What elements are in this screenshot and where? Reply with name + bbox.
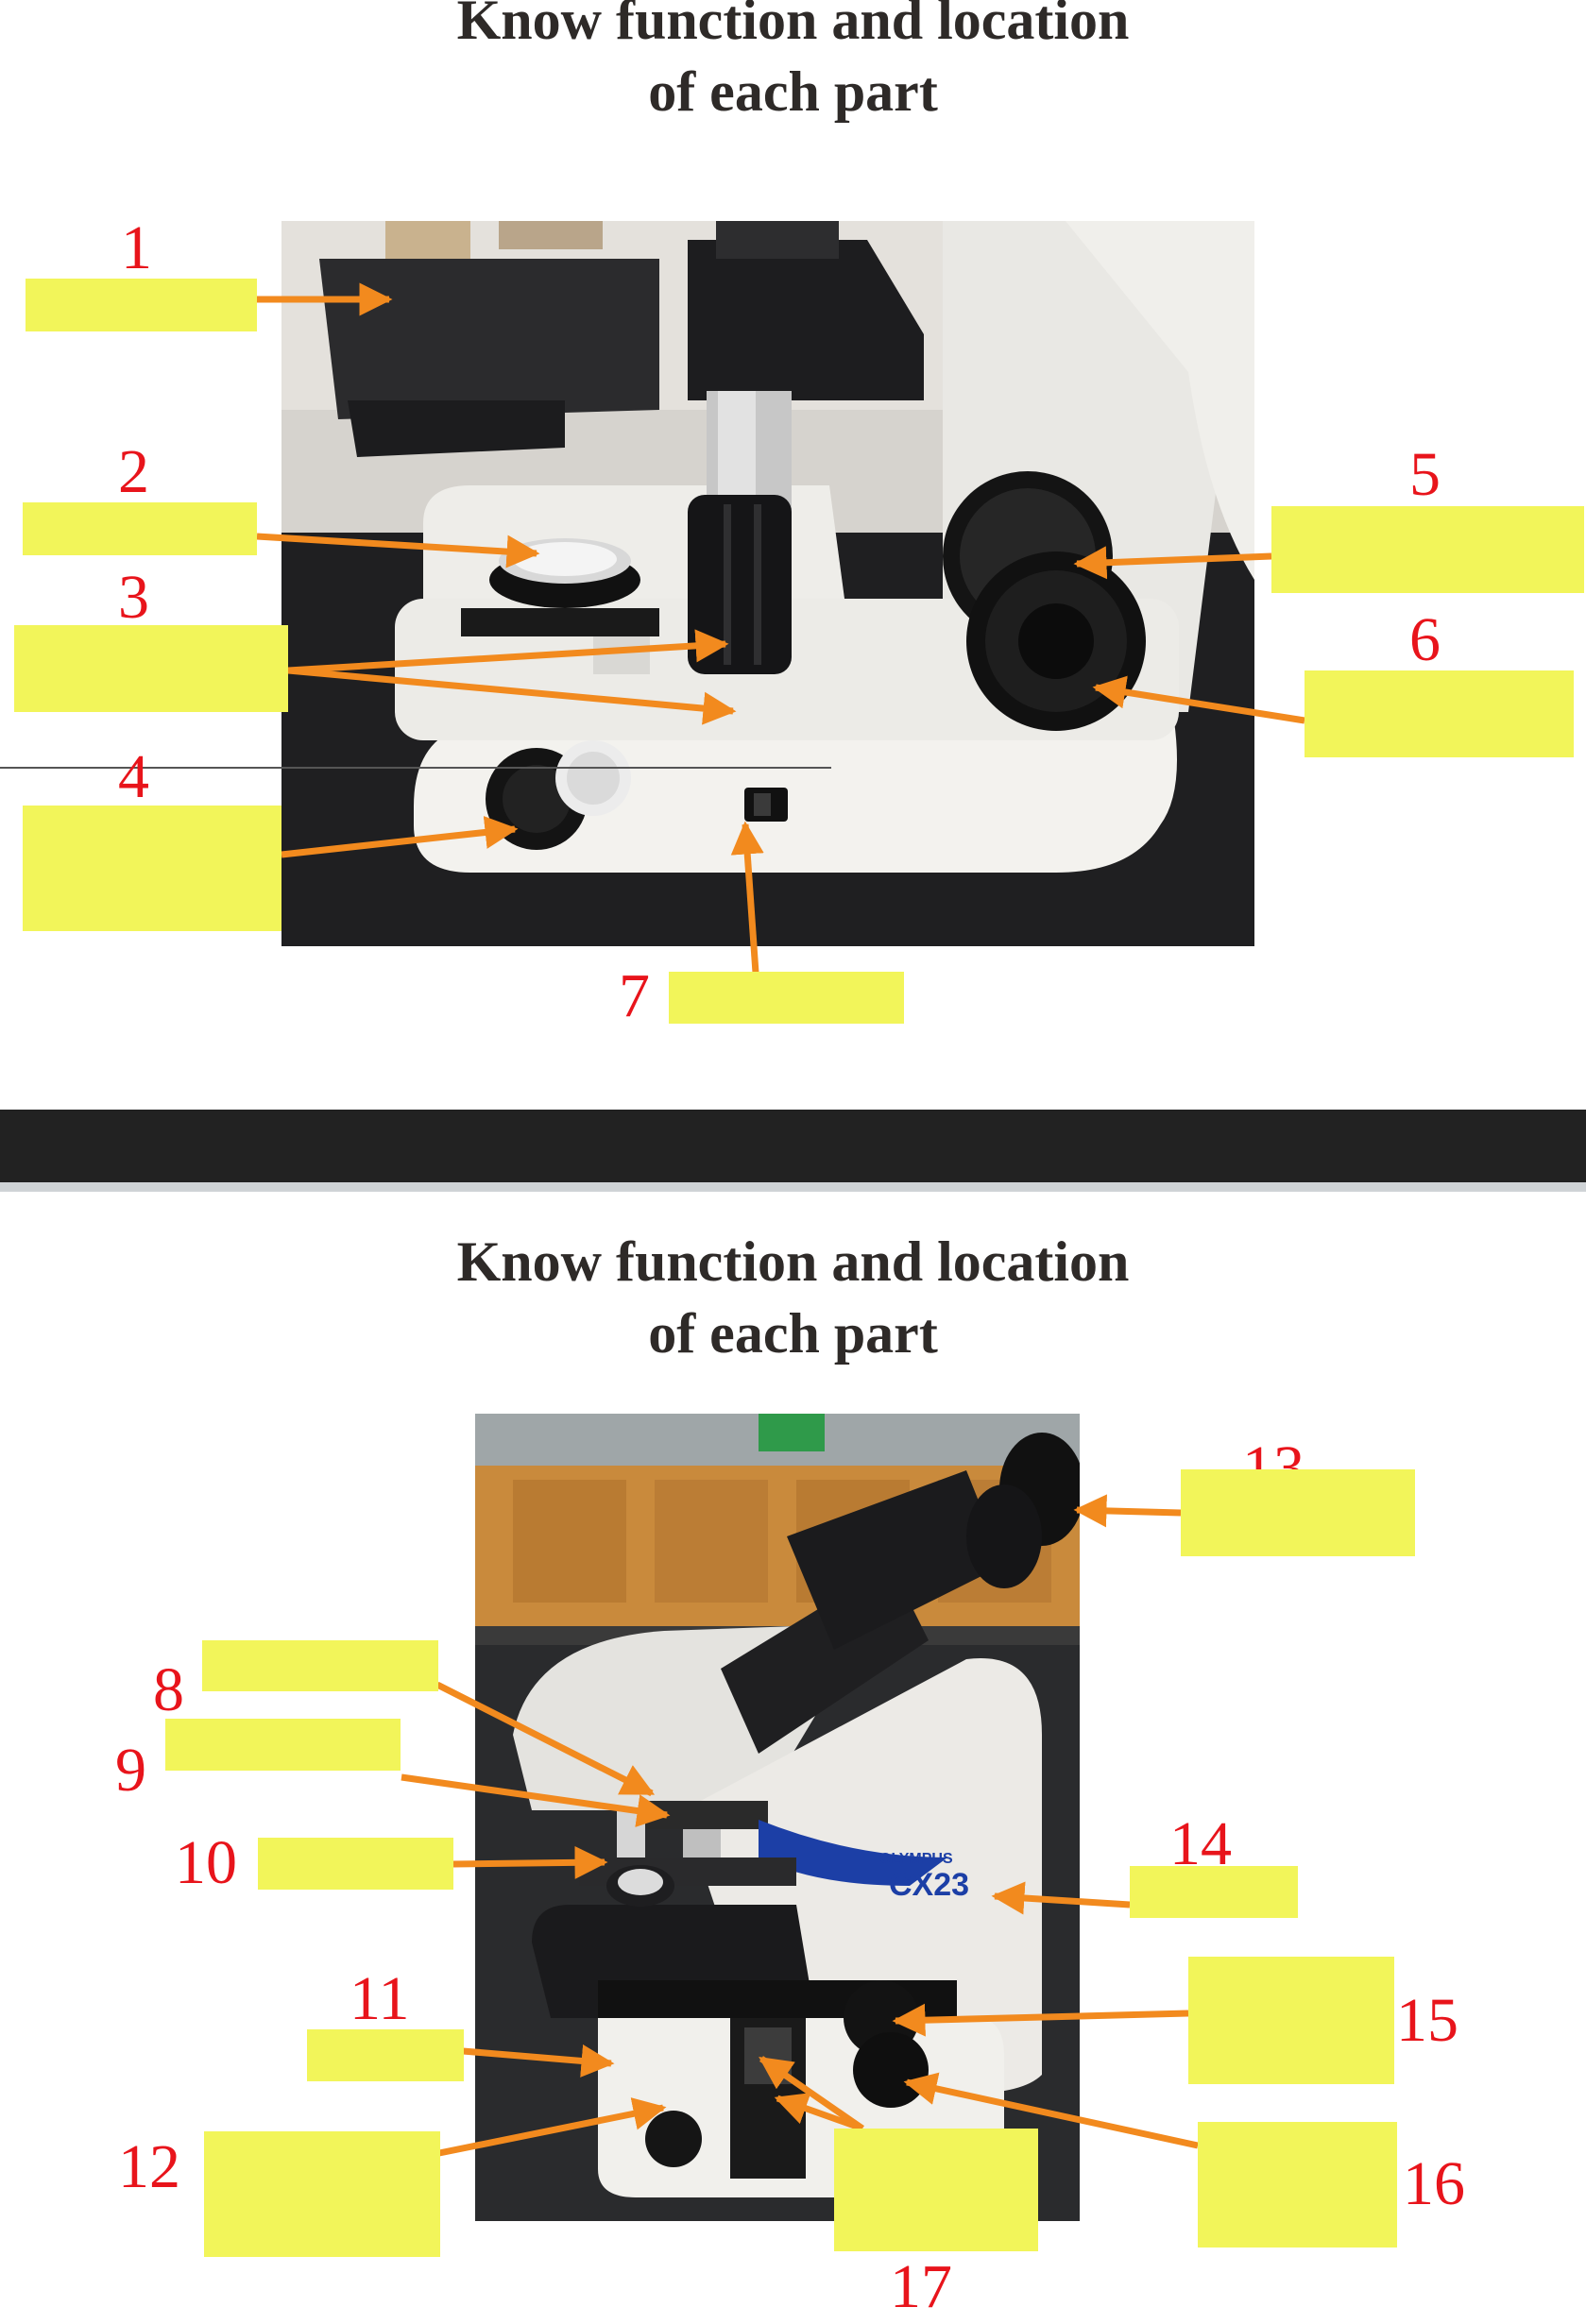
label-box-13[interactable]	[1181, 1469, 1415, 1556]
label-box-10[interactable]	[258, 1838, 453, 1890]
microscope-side-photo	[281, 221, 1254, 946]
label-number-7: 7	[619, 961, 650, 1030]
microscope-front-photo: OLYMPUS CX23	[475, 1414, 1080, 2221]
slide-divider	[0, 1110, 1586, 1192]
label-number-14: 14	[1169, 1809, 1232, 1878]
label-number-17: 17	[890, 2252, 952, 2321]
label-box-8[interactable]	[202, 1640, 438, 1691]
label-number-1: 1	[121, 213, 152, 282]
microscope-front-illustration: OLYMPUS CX23	[475, 1414, 1080, 2221]
label-box-9[interactable]	[165, 1719, 401, 1771]
slide-title-line1: Know function and location	[456, 0, 1130, 51]
label-box-3[interactable]	[14, 625, 288, 712]
label-box-11[interactable]	[307, 2029, 464, 2081]
slide-bottom: Know function and location of each part …	[0, 1192, 1586, 2324]
brand-text: OLYMPUS	[879, 1851, 953, 1867]
label-box-14[interactable]	[1130, 1866, 1298, 1918]
model-text: CX23	[889, 1867, 969, 1903]
label-box-6[interactable]	[1305, 670, 1574, 757]
label-number-15: 15	[1396, 1986, 1458, 2055]
label-number-10: 10	[175, 1828, 237, 1897]
label-number-3: 3	[118, 563, 149, 632]
microscope-side-illustration	[281, 221, 1254, 946]
slide-title-line2: of each part	[648, 1302, 938, 1365]
label-box-7[interactable]	[669, 972, 904, 1024]
slide-title-line1: Know function and location	[456, 1230, 1130, 1293]
label-box-4[interactable]	[23, 806, 281, 931]
label-number-2: 2	[118, 437, 149, 506]
label-number-8: 8	[153, 1655, 184, 1724]
label-number-4: 4	[118, 742, 149, 811]
label-number-6: 6	[1409, 605, 1441, 674]
label-box-16[interactable]	[1198, 2122, 1397, 2248]
label-number-9: 9	[115, 1736, 146, 1805]
horizontal-rule	[0, 767, 831, 769]
label-number-16: 16	[1403, 2149, 1465, 2218]
label-box-17[interactable]	[834, 2129, 1038, 2251]
label-box-12[interactable]	[204, 2131, 440, 2257]
slide-title-line2: of each part	[648, 60, 938, 123]
slide-top: Know function and location of each part	[0, 0, 1586, 1110]
arrow-13	[1073, 1494, 1182, 1528]
label-number-5: 5	[1409, 440, 1441, 509]
label-box-5[interactable]	[1271, 506, 1584, 593]
label-number-12: 12	[118, 2132, 180, 2201]
label-number-11: 11	[350, 1964, 410, 2033]
label-box-15[interactable]	[1188, 1957, 1394, 2084]
label-box-2[interactable]	[23, 502, 257, 555]
label-box-1[interactable]	[26, 279, 257, 331]
slide-divider-edge	[0, 1182, 1586, 1192]
